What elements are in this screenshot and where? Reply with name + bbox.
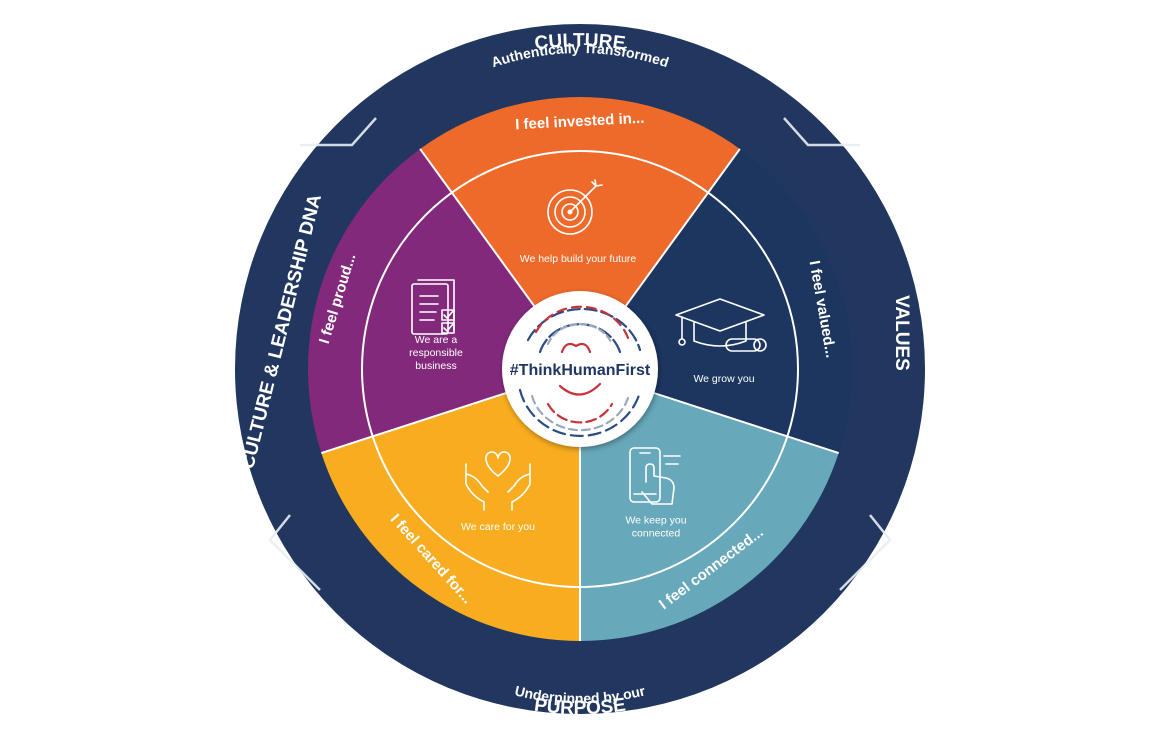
smartphone-touch-icon: [629, 447, 681, 505]
wedge-invested: [420, 97, 740, 370]
inner-label-invested: We help build your future: [520, 253, 637, 265]
graduation-cap-icon: [675, 298, 767, 352]
hub-title: #ThinkHumanFirst: [510, 362, 651, 379]
inner-label-valued: We grow you: [693, 373, 754, 385]
svg-text:PURPOSE: PURPOSE: [533, 695, 627, 719]
wedge-connected: [580, 369, 839, 641]
outer-label-invested: I feel invested in...: [515, 110, 645, 134]
wedge-cared: [321, 369, 580, 641]
inner-label-proud: We are a: [415, 334, 458, 346]
target-icon: [547, 179, 603, 235]
inner-label-group: We help build your future We grow you We k…: [409, 253, 755, 540]
inner-label-connected: connected: [632, 528, 681, 540]
svg-text:CULTURE: CULTURE: [533, 30, 626, 54]
svg-text:Underpinned by our: Underpinned by our: [513, 682, 647, 706]
fingerprint-heart-icon: [518, 305, 642, 437]
ring-title-purpose: PURPOSE: [533, 695, 627, 719]
heart-hands-icon: [465, 451, 531, 511]
hub-circle: [502, 291, 658, 447]
hub: [502, 291, 658, 447]
inner-label-proud: responsible: [409, 347, 463, 359]
ring-title-culture: CULTURE: [533, 30, 626, 54]
inner-label-cared: We care for you: [461, 521, 535, 533]
ring-subtitle-underpinned: Underpinned by our: [513, 682, 647, 706]
inner-label-connected: We keep you: [625, 515, 686, 527]
checklist-document-icon: [411, 279, 455, 335]
side-brackets: [268, 117, 892, 591]
inner-label-proud: business: [415, 360, 456, 372]
ring-title-values: VALUES: [891, 295, 912, 371]
